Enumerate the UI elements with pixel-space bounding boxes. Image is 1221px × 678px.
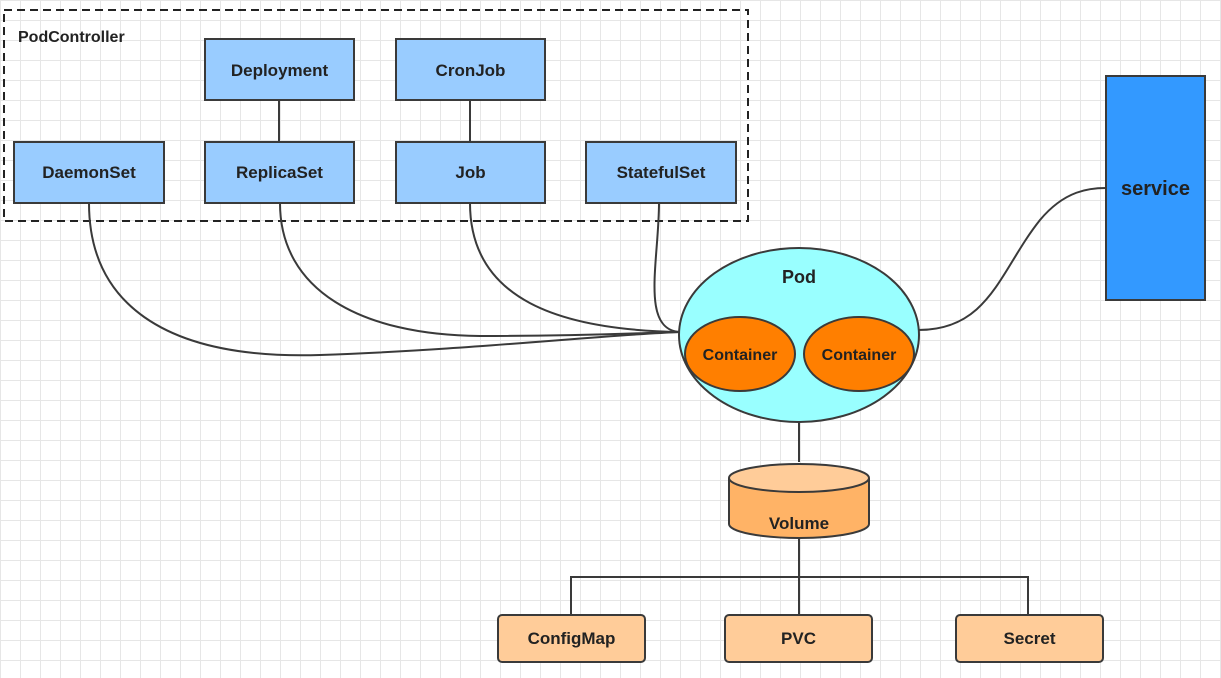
node-pvc[interactable]: PVC	[724, 614, 873, 663]
edges	[88, 100, 1107, 615]
node-statefulset-label: StatefulSet	[617, 163, 706, 182]
node-service[interactable]: service	[1105, 75, 1206, 301]
podcontroller-label: PodController	[18, 29, 125, 46]
node-replicaset-label: ReplicaSet	[236, 163, 323, 182]
edge-job-pod	[469, 202, 681, 333]
edge-replicaset-pod	[279, 202, 681, 338]
node-cronjob[interactable]: CronJob	[395, 38, 546, 101]
node-configmap[interactable]: ConfigMap	[497, 614, 646, 663]
edge-storage-bus	[570, 576, 1029, 615]
edge-pod-service	[917, 187, 1107, 331]
node-statefulset[interactable]: StatefulSet	[585, 141, 737, 204]
node-configmap-label: ConfigMap	[528, 629, 616, 648]
node-container-1-label: Container	[703, 347, 778, 364]
node-container-2-label: Container	[822, 347, 897, 364]
node-secret-label: Secret	[1004, 629, 1056, 648]
edge-statefulset-pod	[653, 202, 681, 333]
node-volume-label: Volume	[769, 514, 829, 533]
node-volume[interactable]: Volume	[728, 463, 870, 539]
node-replicaset[interactable]: ReplicaSet	[204, 141, 355, 204]
node-container-2[interactable]: Container	[803, 316, 915, 392]
node-pod-label: Pod	[782, 267, 816, 287]
node-job[interactable]: Job	[395, 141, 546, 204]
node-pvc-label: PVC	[781, 629, 816, 648]
node-job-label: Job	[455, 163, 485, 182]
node-daemonset-label: DaemonSet	[42, 163, 136, 182]
node-container-1[interactable]: Container	[684, 316, 796, 392]
node-service-label: service	[1121, 178, 1190, 200]
node-deployment-label: Deployment	[231, 61, 329, 80]
podcontroller-group	[3, 9, 749, 222]
node-deployment[interactable]: Deployment	[204, 38, 355, 101]
edge-daemonset-pod	[88, 202, 681, 357]
node-secret[interactable]: Secret	[955, 614, 1104, 663]
node-daemonset[interactable]: DaemonSet	[13, 141, 165, 204]
node-cronjob-label: CronJob	[436, 61, 506, 80]
